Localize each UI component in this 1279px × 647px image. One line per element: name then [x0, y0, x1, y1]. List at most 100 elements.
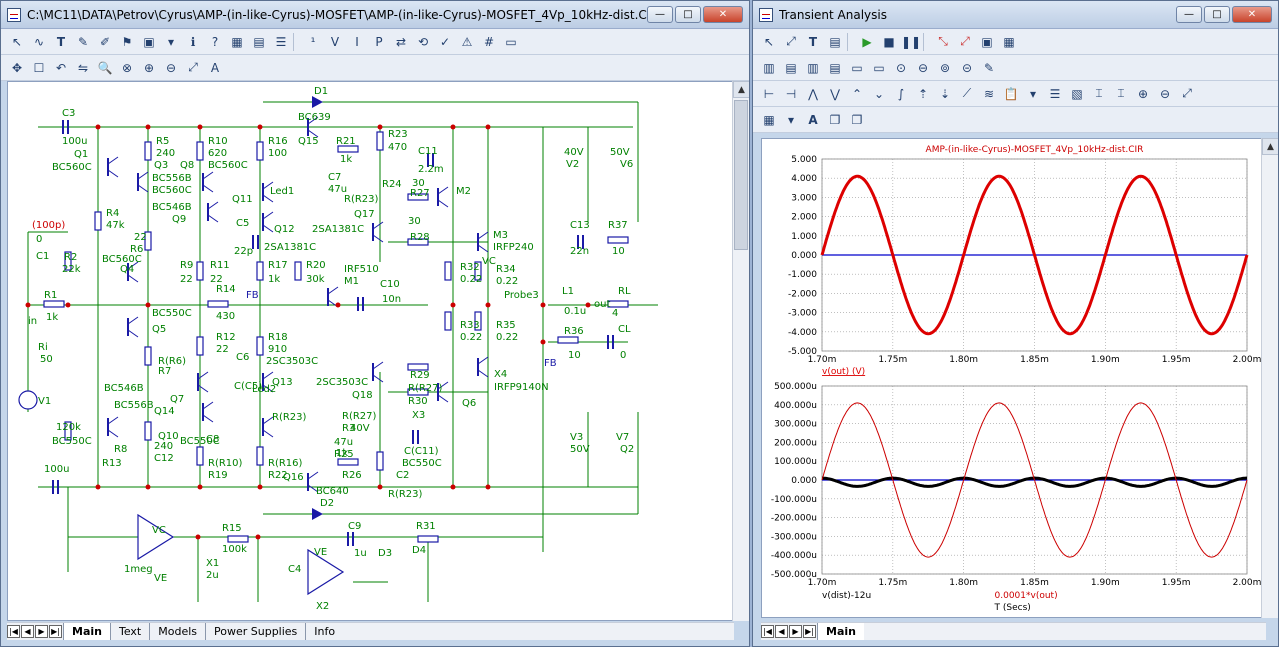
- edit-plot-icon[interactable]: ✎: [983, 60, 995, 75]
- clipboard-icon[interactable]: 📋: [1003, 86, 1019, 101]
- wire-icon[interactable]: ∿: [33, 34, 45, 49]
- plot-icon-3[interactable]: ▥: [807, 60, 819, 75]
- next-tab-button[interactable]: ▶: [35, 625, 48, 638]
- valley-icon[interactable]: ⋁: [830, 86, 840, 101]
- list-icon[interactable]: ☰: [275, 34, 287, 49]
- zoom-out-region-icon[interactable]: ⊖: [917, 60, 929, 75]
- analysis-font-icon[interactable]: A: [808, 112, 818, 127]
- tab-main[interactable]: Main: [63, 623, 110, 640]
- text-tool-icon[interactable]: T: [808, 34, 818, 49]
- paste-icon[interactable]: ❐: [851, 112, 863, 127]
- analysis-first-tab-button[interactable]: |◀: [761, 625, 774, 638]
- schematic-vscrollbar[interactable]: ▲: [732, 81, 749, 621]
- select-icon[interactable]: ↖: [763, 34, 775, 49]
- analysis-minimize-button[interactable]: —: [1176, 6, 1202, 23]
- analysis-close-button[interactable]: ✕: [1232, 6, 1272, 23]
- voltage-icon[interactable]: V: [330, 34, 340, 49]
- layout-icon[interactable]: ▦: [763, 112, 775, 127]
- stepping-icon[interactable]: ⤡: [938, 34, 948, 48]
- analysis-prev-tab-button[interactable]: ◀: [775, 625, 788, 638]
- layout-dropdown-icon[interactable]: ▾: [787, 112, 795, 127]
- analysis-scroll-up-button[interactable]: ▲: [1262, 138, 1278, 155]
- tile-view-icon[interactable]: ▦: [1003, 34, 1015, 49]
- flip-icon[interactable]: ⇄: [395, 34, 407, 49]
- zoom-in-icon[interactable]: ⊕: [143, 60, 155, 75]
- grid-icon[interactable]: ▦: [231, 34, 243, 49]
- plot-icon-2[interactable]: ▤: [785, 60, 797, 75]
- pen-icon[interactable]: ✐: [99, 34, 111, 49]
- plot-icon-4[interactable]: ▤: [829, 60, 841, 75]
- rotate-icon[interactable]: ⟲: [417, 34, 429, 49]
- cursor-right-icon[interactable]: ⊣: [785, 86, 797, 101]
- analysis-maximize-button[interactable]: □: [1204, 6, 1230, 23]
- sweep-icon[interactable]: ⤢: [960, 34, 970, 48]
- copy-icon[interactable]: ❐: [829, 112, 841, 127]
- minimize-button[interactable]: —: [647, 6, 673, 23]
- zoom-region-icon[interactable]: ⊙: [895, 60, 907, 75]
- undo-icon[interactable]: ↶: [55, 60, 67, 75]
- zoom-reset-icon[interactable]: ⊚: [939, 60, 951, 75]
- power-icon[interactable]: P: [375, 34, 383, 49]
- info-icon[interactable]: ℹ: [190, 34, 196, 49]
- stop-icon[interactable]: ⊗: [121, 60, 133, 75]
- prev-tab-button[interactable]: ◀: [21, 625, 34, 638]
- find-icon[interactable]: 🔍: [97, 60, 113, 75]
- snap-icon[interactable]: ⌶: [1095, 86, 1103, 100]
- maximize-button[interactable]: □: [675, 6, 701, 23]
- text-icon[interactable]: T: [56, 34, 66, 49]
- analysis-zoom-out-icon[interactable]: ⊖: [1159, 86, 1171, 101]
- select-mode-icon[interactable]: ↖: [11, 34, 23, 49]
- clipboard-dropdown-icon[interactable]: ▾: [1029, 86, 1037, 101]
- stop-run-icon[interactable]: ■: [883, 34, 895, 49]
- plot-area[interactable]: AMP-(in-like-Cyrus)-MOSFET_4Vp_10kHz-dis…: [761, 138, 1266, 618]
- low-icon[interactable]: ⌄: [873, 86, 885, 101]
- analysis-next-tab-button[interactable]: ▶: [789, 625, 802, 638]
- last-tab-button[interactable]: ▶|: [49, 625, 62, 638]
- tab-power-supplies[interactable]: Power Supplies: [205, 623, 305, 640]
- font-icon[interactable]: A: [210, 60, 220, 75]
- plot-icon-6[interactable]: ▭: [873, 60, 885, 75]
- scroll-up-button[interactable]: ▲: [733, 81, 749, 98]
- analysis-zoom-fit-icon[interactable]: ⤢: [1182, 86, 1192, 100]
- frame-icon[interactable]: ▣: [981, 34, 993, 49]
- component-icon[interactable]: ▣: [143, 34, 155, 49]
- analysis-last-tab-button[interactable]: ▶|: [803, 625, 816, 638]
- cursor-left-icon[interactable]: ⊢: [763, 86, 775, 101]
- bottom-icon[interactable]: ≋: [983, 86, 995, 101]
- tokens-icon[interactable]: ▧: [1071, 86, 1083, 101]
- plot-icon-5[interactable]: ▭: [851, 60, 863, 75]
- page-icon[interactable]: ▭: [505, 34, 517, 49]
- plot-icon-1[interactable]: ▥: [763, 60, 775, 75]
- scroll-thumb[interactable]: [734, 100, 748, 250]
- tab-info[interactable]: Info: [305, 623, 343, 640]
- first-tab-button[interactable]: |◀: [7, 625, 20, 638]
- grid-dots-icon[interactable]: #: [483, 34, 495, 49]
- check-icon[interactable]: ✓: [439, 34, 451, 49]
- current-icon[interactable]: I: [355, 34, 359, 49]
- global-low-icon[interactable]: ⇣: [939, 86, 951, 101]
- zoom-last-icon[interactable]: ⊝: [961, 60, 973, 75]
- tile-icon[interactable]: ▤: [253, 34, 265, 49]
- help-icon[interactable]: ?: [211, 34, 219, 49]
- draw-icon[interactable]: ✎: [77, 34, 89, 49]
- zoom-out-icon[interactable]: ⊖: [165, 60, 177, 75]
- warning-icon[interactable]: ⚠: [461, 34, 473, 49]
- dropdown-icon[interactable]: ▾: [167, 34, 175, 49]
- zoom-fit-icon[interactable]: ⤢: [188, 60, 198, 74]
- analysis-zoom-in-icon[interactable]: ⊕: [1137, 86, 1149, 101]
- peak-icon[interactable]: ⋀: [808, 86, 818, 101]
- tab-models[interactable]: Models: [149, 623, 205, 640]
- analysis-vscrollbar[interactable]: ▲: [1261, 138, 1278, 618]
- high-icon[interactable]: ⌃: [851, 86, 863, 101]
- analysis-tab-main[interactable]: Main: [817, 623, 864, 640]
- snap-2-icon[interactable]: ⌶: [1117, 86, 1125, 100]
- inflection-icon[interactable]: ∫: [897, 86, 905, 101]
- properties-icon[interactable]: ▤: [829, 34, 841, 49]
- move-icon[interactable]: ✥: [11, 60, 23, 75]
- slope-icon[interactable]: ⟋: [962, 86, 972, 100]
- node-numbers-icon[interactable]: ¹: [310, 34, 316, 49]
- tab-text[interactable]: Text: [109, 623, 149, 640]
- run-icon[interactable]: ▶: [862, 34, 872, 49]
- table-icon[interactable]: ☰: [1049, 86, 1061, 101]
